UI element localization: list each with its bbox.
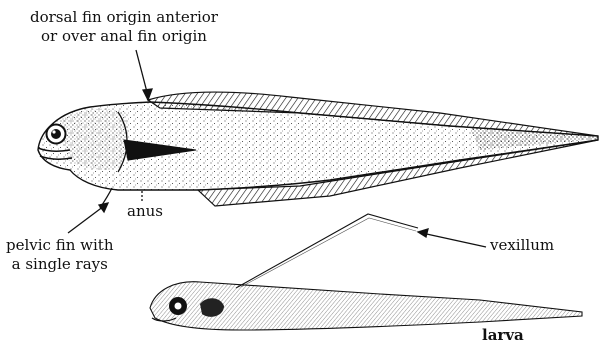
larva-label: larva bbox=[482, 326, 524, 345]
pelvic-fin-label: pelvic fin with a single rays bbox=[6, 236, 113, 274]
dorsal-fin-label-line1: dorsal fin origin anterior bbox=[30, 8, 218, 27]
pelvic-fin-label-line2: a single rays bbox=[6, 255, 113, 274]
dorsal-fin-origin-label: dorsal fin origin anterior or over anal … bbox=[30, 8, 218, 46]
pelvic-fin-label-line1: pelvic fin with bbox=[6, 236, 113, 255]
vexillum-label: vexillum bbox=[490, 236, 554, 255]
head-shading bbox=[60, 109, 128, 170]
dorsal-fin-label-line2: or over anal fin origin bbox=[30, 27, 218, 46]
vexillum bbox=[236, 214, 418, 288]
larva-fish bbox=[150, 214, 582, 330]
adult-fish bbox=[38, 92, 598, 208]
anus-label: anus bbox=[127, 202, 163, 221]
